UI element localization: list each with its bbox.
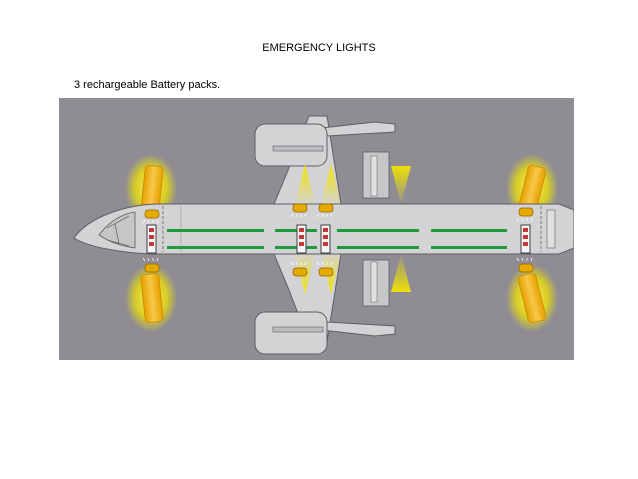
door-slide xyxy=(140,273,164,323)
emergency-lights-diagram xyxy=(59,98,574,360)
emergency-light-icon xyxy=(391,254,411,292)
emergency-light-icon xyxy=(391,166,411,204)
upper-engine xyxy=(254,123,328,167)
floor-path-light-icon xyxy=(431,229,507,232)
battery-pack-icon xyxy=(146,224,157,254)
page-subtitle: 3 rechargeable Battery packs. xyxy=(74,79,221,91)
exit-light-units xyxy=(142,203,534,277)
emergency-light-icon xyxy=(316,261,334,277)
floor-path-light-icon xyxy=(337,229,419,232)
lower-engine xyxy=(254,311,328,355)
battery-pack-icon xyxy=(320,224,331,254)
floor-path-light-icon xyxy=(305,229,317,232)
emergency-light-icon xyxy=(142,257,160,273)
floor-path-light-icon xyxy=(167,229,264,232)
emergency-light-icon xyxy=(516,257,534,273)
emergency-light-icon xyxy=(142,209,160,224)
battery-pack-icon xyxy=(296,224,307,254)
floor-path-lights xyxy=(167,229,507,249)
emergency-light-icon xyxy=(316,203,334,218)
floor-path-light-icon xyxy=(305,246,317,249)
lower-wing xyxy=(254,253,396,355)
emergency-light-icon xyxy=(295,164,315,204)
door-slide xyxy=(517,272,547,324)
floor-path-light-icon xyxy=(167,246,264,249)
emergency-light-icon xyxy=(290,203,308,218)
airplane-icon xyxy=(59,98,574,360)
floor-path-light-icon xyxy=(431,246,507,249)
emergency-light-icon xyxy=(321,164,341,204)
emergency-light-icon xyxy=(516,207,534,222)
battery-packs xyxy=(146,224,531,254)
battery-pack-icon xyxy=(520,224,531,254)
emergency-light-icon xyxy=(290,261,308,277)
page-title: EMERGENCY LIGHTS xyxy=(262,42,376,54)
floor-path-light-icon xyxy=(275,229,297,232)
floor-path-light-icon xyxy=(275,246,297,249)
floor-path-light-icon xyxy=(337,246,419,249)
